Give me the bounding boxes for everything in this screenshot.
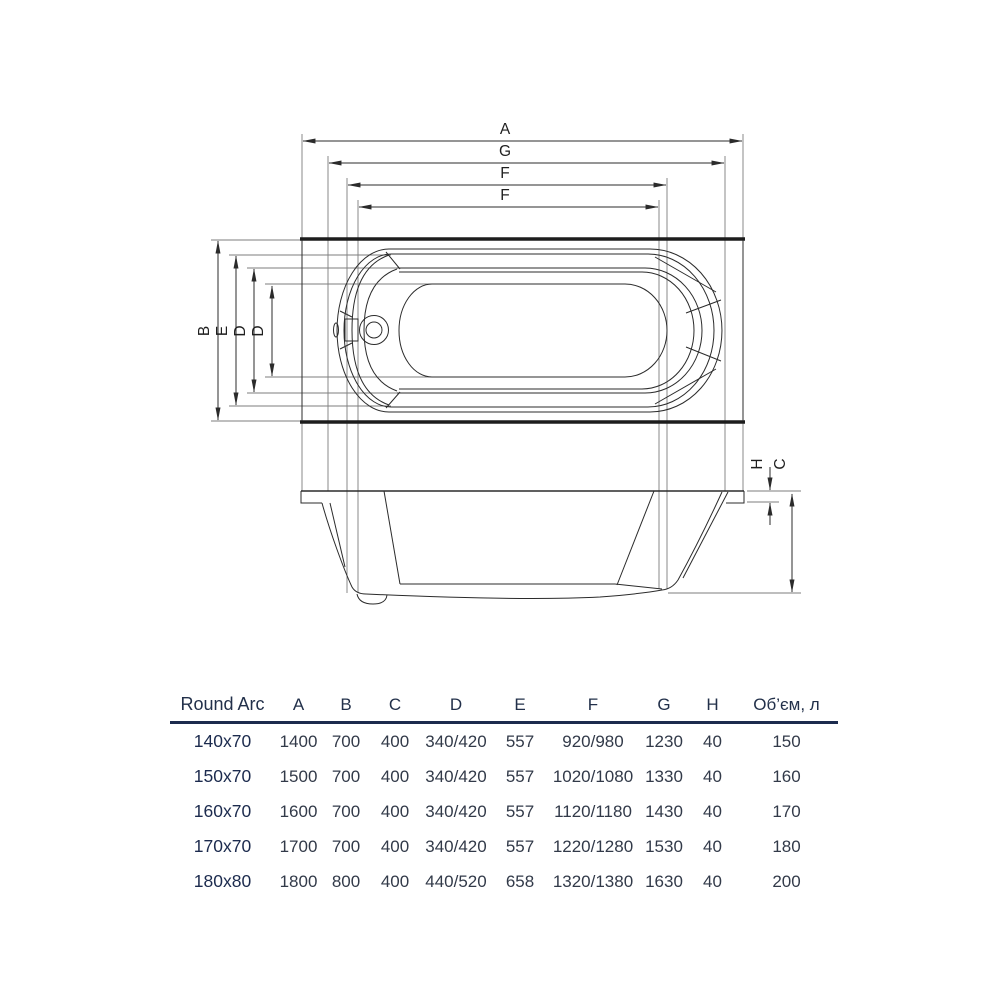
cell-h: 40 [703, 731, 722, 751]
drain [359, 315, 389, 345]
cell-a: 1600 [279, 801, 318, 821]
cell-c: 400 [380, 801, 410, 821]
dim-label-f2: F [500, 187, 509, 204]
technical-drawing: A G F F B E D D H C [196, 121, 801, 605]
dim-label-b: B [196, 326, 213, 336]
cell-b: 700 [331, 731, 361, 751]
cell-f: 1120/1180 [554, 801, 632, 821]
bathtub-side-view [300, 490, 745, 605]
dimension-lines [215, 138, 795, 593]
cell-g: 1330 [645, 766, 683, 786]
dim-label-d1: D [232, 325, 249, 336]
tub-foot [356, 593, 388, 605]
table-row: 140x70 1400 700 400 340/420 557 920/980 … [170, 723, 838, 760]
cell-c: 400 [380, 731, 410, 751]
header-product-name: Round Arc [180, 694, 265, 714]
cell-b: 800 [331, 871, 361, 891]
cell-g: 1430 [645, 801, 683, 821]
cell-e: 557 [505, 836, 535, 856]
header-b: B [340, 695, 352, 714]
header-f: F [587, 695, 599, 714]
dim-label-e: E [214, 326, 231, 336]
cell-e: 557 [505, 766, 535, 786]
dimension-labels: A G F F B E D D H C [196, 121, 789, 470]
table-row: 170x70 1700 700 400 340/420 557 1220/128… [170, 829, 838, 864]
table-row: 180x80 1800 800 400 440/520 658 1320/138… [170, 864, 838, 899]
cell-d: 340/420 [425, 836, 487, 856]
cell-volume: 180 [772, 836, 801, 856]
spec-table-header-row: Round Arc A B C D E F G H Об’єм, л [170, 686, 838, 723]
cell-h: 40 [703, 836, 722, 856]
cell-f: 920/980 [562, 731, 624, 751]
cell-h: 40 [703, 801, 722, 821]
row-size: 140x70 [193, 731, 252, 751]
header-c: C [388, 695, 402, 714]
cell-b: 700 [331, 801, 361, 821]
table-row: 160x70 1600 700 400 340/420 557 1120/118… [170, 794, 838, 829]
cell-c: 400 [380, 766, 410, 786]
cell-b: 700 [331, 836, 361, 856]
dim-label-f1: F [500, 165, 509, 182]
row-size: 150x70 [193, 766, 252, 786]
row-size: 180x80 [193, 871, 252, 891]
cell-b: 700 [331, 766, 361, 786]
header-d: D [449, 695, 463, 714]
cell-f: 1220/1280 [552, 836, 634, 856]
cell-d: 340/420 [425, 766, 487, 786]
cell-a: 1400 [279, 731, 318, 751]
cell-f: 1320/1380 [552, 871, 634, 891]
cell-c: 400 [380, 836, 410, 856]
cell-e: 557 [505, 801, 535, 821]
row-size: 170x70 [193, 836, 252, 856]
cell-volume: 150 [772, 731, 801, 751]
table-row: 150x70 1500 700 400 340/420 557 1020/108… [170, 759, 838, 794]
cell-d: 440/520 [425, 871, 487, 891]
cell-a: 1500 [279, 766, 318, 786]
header-e: E [514, 695, 526, 714]
cell-g: 1230 [645, 731, 683, 751]
cell-c: 400 [380, 871, 410, 891]
dim-label-a: A [500, 121, 511, 138]
header-a: A [292, 695, 305, 714]
dim-label-d2: D [250, 325, 267, 336]
cell-h: 40 [703, 871, 722, 891]
header-volume: Об’єм, л [753, 695, 820, 714]
cell-d: 340/420 [425, 731, 487, 751]
bathtub-plan-view [300, 237, 745, 424]
extension-lines [211, 134, 801, 594]
cell-e: 557 [505, 731, 535, 751]
cell-volume: 200 [772, 871, 801, 891]
overflow-hole [333, 322, 339, 338]
cell-f: 1020/1080 [552, 766, 634, 786]
dim-label-c: C [772, 458, 789, 469]
cell-g: 1530 [645, 836, 683, 856]
header-h: H [706, 695, 719, 714]
header-g: G [657, 695, 671, 714]
cell-volume: 160 [772, 766, 801, 786]
dim-label-h: H [749, 458, 766, 469]
dim-label-g: G [499, 143, 511, 160]
row-size: 160x70 [193, 801, 252, 821]
cell-a: 1800 [279, 871, 318, 891]
cell-a: 1700 [279, 836, 318, 856]
cell-volume: 170 [772, 801, 801, 821]
cell-g: 1630 [645, 871, 683, 891]
spec-table: Round Arc A B C D E F G H Об’єм, л 140x7… [170, 686, 838, 899]
cell-h: 40 [703, 766, 722, 786]
cell-e: 658 [505, 871, 535, 891]
cell-d: 340/420 [425, 801, 487, 821]
